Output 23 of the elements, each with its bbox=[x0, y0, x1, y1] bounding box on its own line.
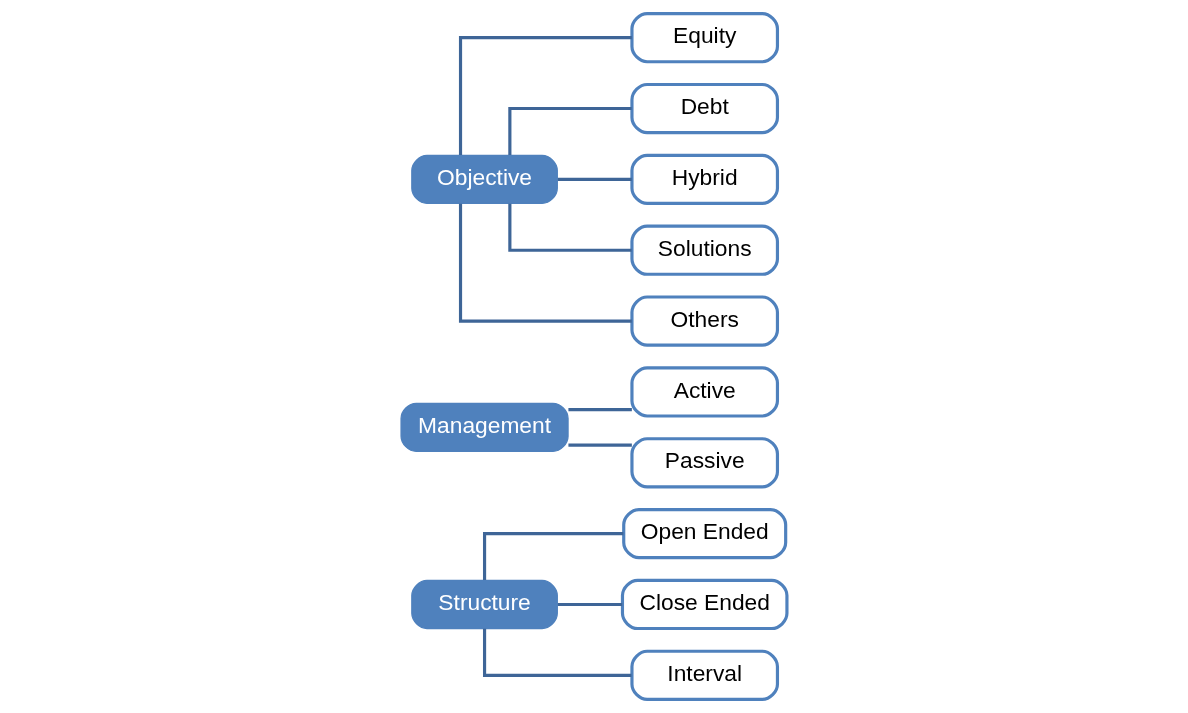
connector bbox=[568, 408, 632, 412]
node-box: Solutions bbox=[630, 224, 780, 276]
connector bbox=[483, 628, 632, 677]
connector bbox=[458, 36, 632, 155]
node-box: Open Ended bbox=[622, 508, 788, 560]
node-box: Others bbox=[630, 295, 780, 347]
node-box: Close Ended bbox=[620, 578, 789, 631]
node-box: Interval bbox=[630, 649, 780, 701]
node-box: Active bbox=[630, 366, 780, 418]
node-box: Objective bbox=[411, 154, 558, 205]
node-box: Passive bbox=[630, 437, 780, 489]
connector bbox=[568, 443, 632, 447]
node-box: Structure bbox=[411, 579, 558, 630]
connector bbox=[508, 106, 632, 155]
node-box: Hybrid bbox=[630, 153, 780, 205]
connector bbox=[557, 602, 623, 607]
connector bbox=[557, 177, 632, 181]
connector bbox=[458, 203, 632, 323]
node-box: Equity bbox=[630, 12, 780, 64]
node-box: Debt bbox=[630, 82, 780, 135]
connector bbox=[483, 532, 624, 581]
node-box: Management bbox=[400, 402, 569, 453]
connector bbox=[508, 203, 632, 252]
